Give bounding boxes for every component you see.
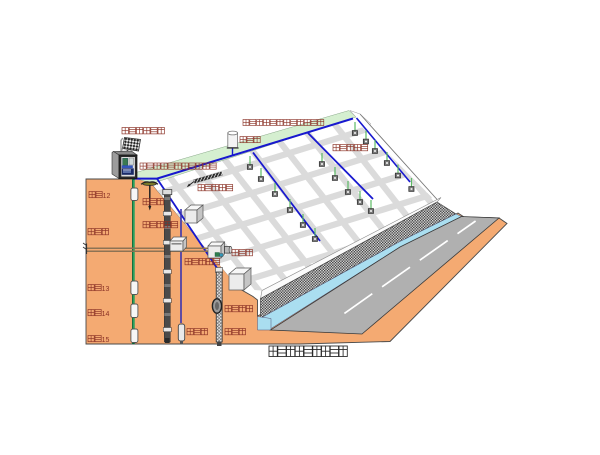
svg-text:13: 13 (102, 286, 110, 293)
svg-text:15: 15 (102, 337, 110, 344)
svg-text:12: 12 (103, 193, 111, 200)
svg-text:14: 14 (102, 311, 110, 318)
